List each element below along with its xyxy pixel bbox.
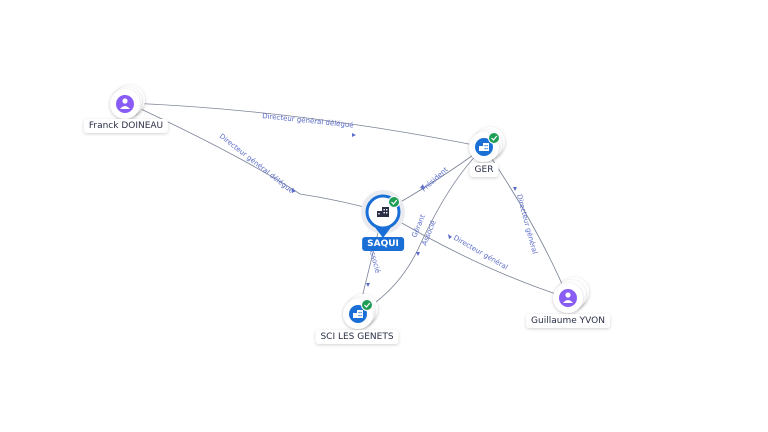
node-label-sci-les-genets[interactable]: SCI LES GENETS [315, 330, 399, 344]
building-icon [349, 305, 367, 323]
verified-check-icon [361, 299, 373, 311]
node-label-guillaume-yvon[interactable]: Guillaume YVON [526, 314, 610, 328]
node-sci-les-genets[interactable] [343, 294, 378, 329]
edge-genets-ger[interactable] [357, 146, 485, 315]
node-guillaume-yvon[interactable] [553, 277, 589, 313]
building-icon [475, 138, 493, 156]
arrow-marker [416, 252, 420, 256]
building-icon [377, 207, 389, 217]
node-label-saqui[interactable]: SAQUI [362, 237, 404, 251]
node-label-franck-doineau[interactable]: Franck DOINEAU [83, 119, 169, 133]
arrow-marker [420, 184, 424, 189]
node-label-ger[interactable]: GER [469, 163, 499, 177]
arrow-marker [292, 188, 296, 193]
edge-label-saqui-ger: Président [420, 166, 450, 194]
node-ger[interactable] [469, 127, 505, 162]
person-icon [559, 289, 577, 307]
edge-franck-saqui[interactable] [127, 102, 384, 213]
arrow-marker [366, 283, 370, 287]
arrow-marker [352, 133, 356, 137]
verified-check-icon [488, 132, 500, 144]
edge-arrows [292, 133, 517, 287]
arrow-marker [448, 234, 452, 239]
node-saqui[interactable] [361, 190, 405, 238]
edge-label-franck-saqui: Directeur général délégué [218, 132, 295, 195]
edge-label-franck-ger: Directeur général délégué [262, 112, 354, 130]
person-icon [116, 95, 134, 113]
edge-label-guillaume-ger: Directeur général [515, 193, 539, 254]
edge-franck-ger[interactable] [127, 102, 485, 148]
arrow-marker [513, 187, 517, 191]
verified-check-icon [388, 196, 400, 208]
node-franck-doineau[interactable] [110, 85, 145, 119]
edge-label-guillaume-saqui: Directeur général [452, 234, 509, 272]
edge-guillaume-saqui[interactable] [382, 211, 569, 299]
